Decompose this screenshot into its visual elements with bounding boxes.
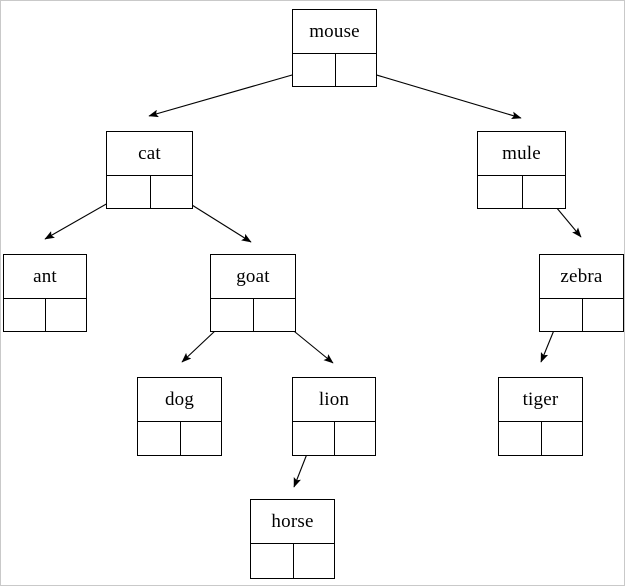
node-pointers-dog [138, 421, 221, 455]
tree-node-dog[interactable]: dog [137, 377, 222, 456]
node-right-pointer-horse[interactable] [292, 544, 335, 578]
tree-node-ant[interactable]: ant [3, 254, 87, 332]
node-label-mule: mule [502, 143, 541, 164]
node-pointers-horse [251, 543, 334, 578]
node-pointers-lion [293, 421, 375, 455]
node-right-pointer-ant[interactable] [45, 299, 86, 331]
node-left-pointer-lion[interactable] [293, 422, 334, 455]
tree-node-zebra[interactable]: zebra [539, 254, 624, 332]
node-right-pointer-cat[interactable] [149, 176, 193, 208]
tree-node-lion[interactable]: lion [292, 377, 376, 456]
node-left-pointer-goat[interactable] [211, 299, 253, 331]
node-label-horse: horse [271, 511, 314, 532]
node-pointers-tiger [499, 421, 582, 455]
tree-node-goat[interactable]: goat [210, 254, 296, 332]
node-label-zebra: zebra [560, 266, 603, 287]
node-left-pointer-mule[interactable] [478, 176, 522, 208]
node-right-pointer-dog[interactable] [179, 422, 222, 455]
node-right-pointer-mule[interactable] [521, 176, 566, 208]
node-right-pointer-mouse[interactable] [334, 54, 377, 86]
node-label-ant: ant [33, 266, 57, 287]
node-label-lion: lion [318, 389, 350, 410]
node-pointers-zebra [540, 298, 623, 331]
node-right-pointer-goat[interactable] [253, 299, 295, 331]
node-left-pointer-zebra[interactable] [540, 299, 582, 331]
edge-mouse-to-cat [148, 68, 314, 118]
node-label-mouse: mouse [309, 21, 360, 42]
tree-node-mouse[interactable]: mouse [292, 9, 377, 87]
node-left-pointer-dog[interactable] [138, 422, 180, 455]
tree-node-mule[interactable]: mule [477, 131, 566, 209]
node-pointers-mule [478, 175, 565, 208]
edge-mouse-to-mule [352, 67, 522, 120]
node-pointers-goat [211, 298, 295, 331]
node-left-pointer-tiger[interactable] [499, 422, 541, 455]
node-right-pointer-zebra[interactable] [581, 299, 624, 331]
node-left-pointer-horse[interactable] [251, 544, 293, 578]
tree-node-horse[interactable]: horse [250, 499, 335, 579]
tree-node-tiger[interactable]: tiger [498, 377, 583, 456]
node-pointers-cat [107, 175, 192, 208]
node-right-pointer-lion[interactable] [334, 422, 375, 455]
node-left-pointer-ant[interactable] [4, 299, 45, 331]
node-label-goat: goat [236, 266, 270, 287]
node-label-cat: cat [138, 143, 161, 164]
node-left-pointer-cat[interactable] [107, 176, 150, 208]
node-pointers-mouse [293, 53, 376, 86]
node-pointers-ant [4, 298, 86, 331]
node-right-pointer-tiger[interactable] [540, 422, 583, 455]
tree-node-cat[interactable]: cat [106, 131, 193, 209]
node-label-dog: dog [164, 389, 195, 410]
node-label-tiger: tiger [522, 389, 559, 410]
node-left-pointer-mouse[interactable] [293, 54, 335, 86]
